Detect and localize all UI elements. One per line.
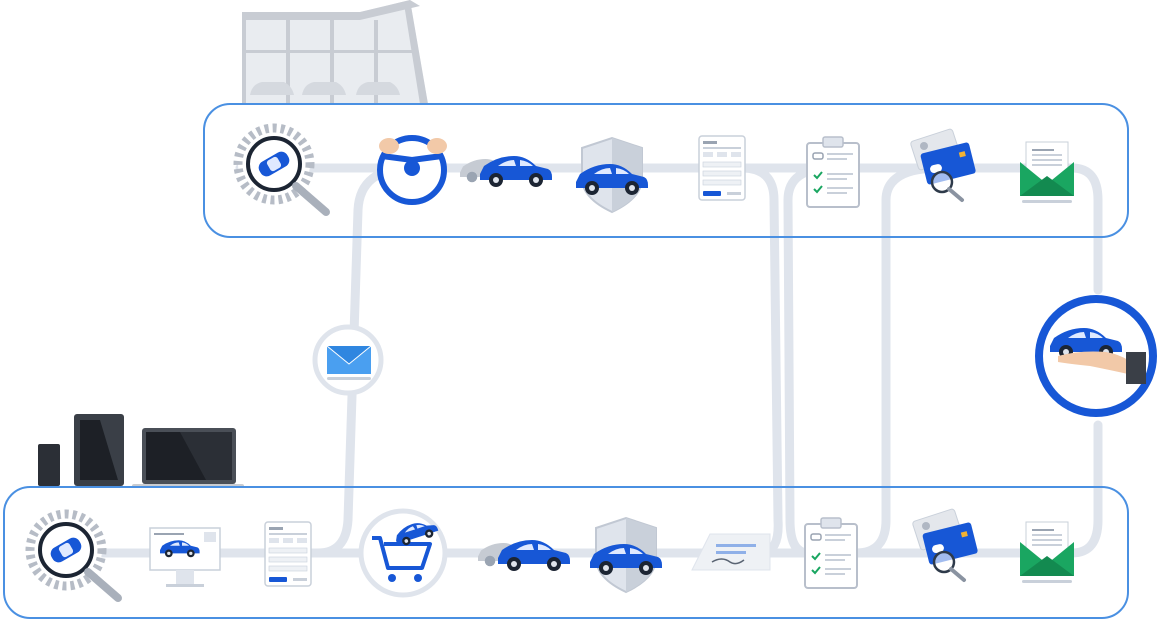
checklist-clipboard-icon	[806, 136, 860, 208]
devices-phone-tablet-laptop-icon	[38, 414, 244, 488]
bottom-step-checklist	[804, 517, 858, 589]
bottom-step-test-drive	[478, 540, 570, 571]
top-step-checklist	[806, 136, 860, 208]
car-insurance-shield-icon	[590, 518, 662, 592]
car-test-drive-icon	[460, 156, 552, 187]
top-step-insurance	[576, 138, 648, 212]
bottom-step-online-form	[264, 521, 312, 587]
signed-document-icon	[691, 533, 771, 571]
credit-card-check-icon	[910, 506, 981, 582]
top-step-contract-letter	[1019, 141, 1075, 204]
bottom-step-cart	[358, 508, 448, 598]
top-journey-panel	[203, 103, 1129, 238]
email-connector-node	[312, 324, 384, 396]
email-envelope-node-icon	[326, 345, 372, 380]
bottom-step-insurance	[590, 518, 662, 592]
car-dealership-building-icon	[242, 0, 428, 104]
car-handover-node	[1035, 295, 1157, 417]
top-step-online-form	[698, 135, 746, 201]
bottom-step-configurator	[149, 527, 221, 587]
shopping-cart-car-icon	[372, 516, 440, 582]
envelope-letter-icon	[1019, 521, 1075, 584]
checklist-clipboard-icon	[804, 517, 858, 589]
journey-tracks	[35, 163, 1103, 558]
car-handover-hand-icon	[1050, 328, 1146, 384]
bottom-step-contract-letter	[1019, 521, 1075, 584]
envelope-letter-icon	[1019, 141, 1075, 204]
top-step-steering-wheel	[377, 135, 447, 205]
car-configurator-board-icon	[149, 527, 221, 587]
car-test-drive-icon	[478, 540, 570, 571]
top-step-payment	[908, 126, 979, 202]
steering-wheel-icon	[377, 135, 447, 205]
bottom-step-signed-document	[691, 533, 771, 571]
top-step-test-drive	[460, 156, 552, 187]
car-insurance-shield-icon	[576, 138, 648, 212]
online-form-icon	[698, 135, 746, 201]
credit-card-check-icon	[908, 126, 979, 202]
online-form-icon	[264, 521, 312, 587]
bottom-step-payment	[910, 506, 981, 582]
bottom-journey-panel	[3, 486, 1129, 619]
